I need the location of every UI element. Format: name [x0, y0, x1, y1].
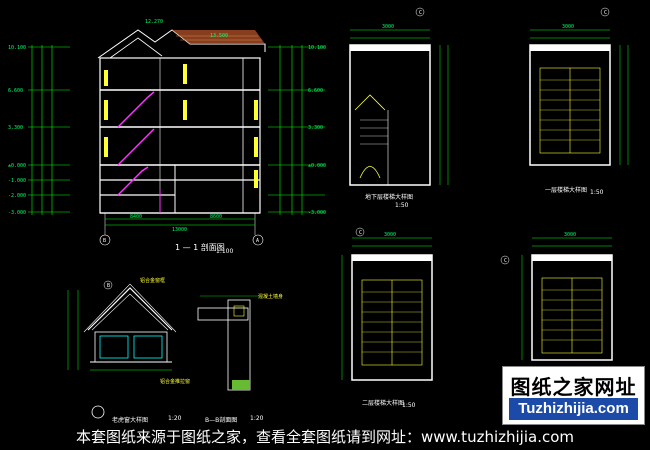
- span-left-dim: 8400: [130, 214, 142, 220]
- watermark-cn: 图纸之家网址: [510, 375, 637, 399]
- ridge-height-b: 13.500: [210, 33, 228, 39]
- first-axis: C: [604, 10, 607, 16]
- axis-label-left: B: [103, 238, 106, 244]
- dormer-note-2: 铝合金推拉窗: [160, 378, 190, 385]
- main-section-drawing: [28, 29, 325, 246]
- second-axis: C: [359, 230, 362, 236]
- dormer-axis: B: [107, 283, 110, 289]
- watermark-en: Tuzhizhijia.com: [509, 398, 638, 420]
- level-label-6: -3.000: [8, 210, 26, 216]
- total-width-dim: 13000: [172, 227, 187, 233]
- first-stair-title: 一层楼梯大样图: [545, 186, 587, 194]
- level-label-right-0: 10.100: [308, 45, 326, 51]
- dormer-detail: [67, 280, 177, 419]
- dormer-scale: 1:20: [168, 415, 182, 422]
- level-label-1: 6.600: [8, 88, 23, 94]
- second-stair-title: 二层楼梯大样图: [362, 399, 404, 407]
- section-b-scale: 1:20: [250, 415, 264, 422]
- second-stair-scale: 1:50: [402, 402, 416, 409]
- basement-stair-title: 地下层楼梯大样图: [365, 193, 413, 201]
- basement-axis: C: [419, 10, 422, 16]
- second-top-dim: 3000: [384, 232, 396, 238]
- stair-plan-third: [500, 237, 613, 361]
- first-stair-scale: 1:50: [590, 189, 604, 196]
- level-label-5: -2.000: [8, 193, 26, 199]
- watermark-logo: 图纸之家网址 Tuzhizhijia.com: [502, 366, 645, 425]
- ridge-height-a: 12.270: [145, 19, 163, 25]
- stair-plan-second: [341, 227, 433, 381]
- stair-plan-first: [529, 7, 629, 166]
- stair-plan-basement: [349, 7, 449, 186]
- level-label-right-6: -3.000: [308, 210, 326, 216]
- level-label-right-2: 3.300: [308, 125, 323, 131]
- first-top-dim: 3000: [562, 24, 574, 30]
- level-label-3: ±0.000: [8, 163, 26, 169]
- axis-label-right: A: [256, 238, 259, 244]
- section-b-title: B—B剖面图: [205, 416, 237, 424]
- main-section-title: 1 — 1 剖面图: [175, 242, 225, 252]
- section-b-note: 混凝土墙身: [258, 293, 283, 300]
- span-right-dim: 8600: [210, 214, 222, 220]
- third-top-dim: 3000: [564, 232, 576, 238]
- section-b-detail: [197, 295, 260, 391]
- footer-note: 本套图纸来源于图纸之家，查看全套图纸请到网址：www.tuzhizhijia.c…: [75, 428, 574, 446]
- dormer-note-1: 铝合金窗框: [140, 277, 165, 284]
- level-label-right-3: ±0.000: [308, 163, 326, 169]
- level-label-right-1: 6.600: [308, 88, 323, 94]
- level-label-4: -1.000: [8, 178, 26, 184]
- main-section-scale: 1:100: [216, 248, 233, 255]
- basement-top-dim: 3000: [382, 24, 394, 30]
- third-axis: C: [504, 258, 507, 264]
- basement-stair-scale: 1:50: [395, 202, 409, 209]
- dormer-title: 老虎窗大样图: [112, 416, 148, 424]
- level-label-2: 3.300: [8, 125, 23, 131]
- level-label-0: 10.100: [8, 45, 26, 51]
